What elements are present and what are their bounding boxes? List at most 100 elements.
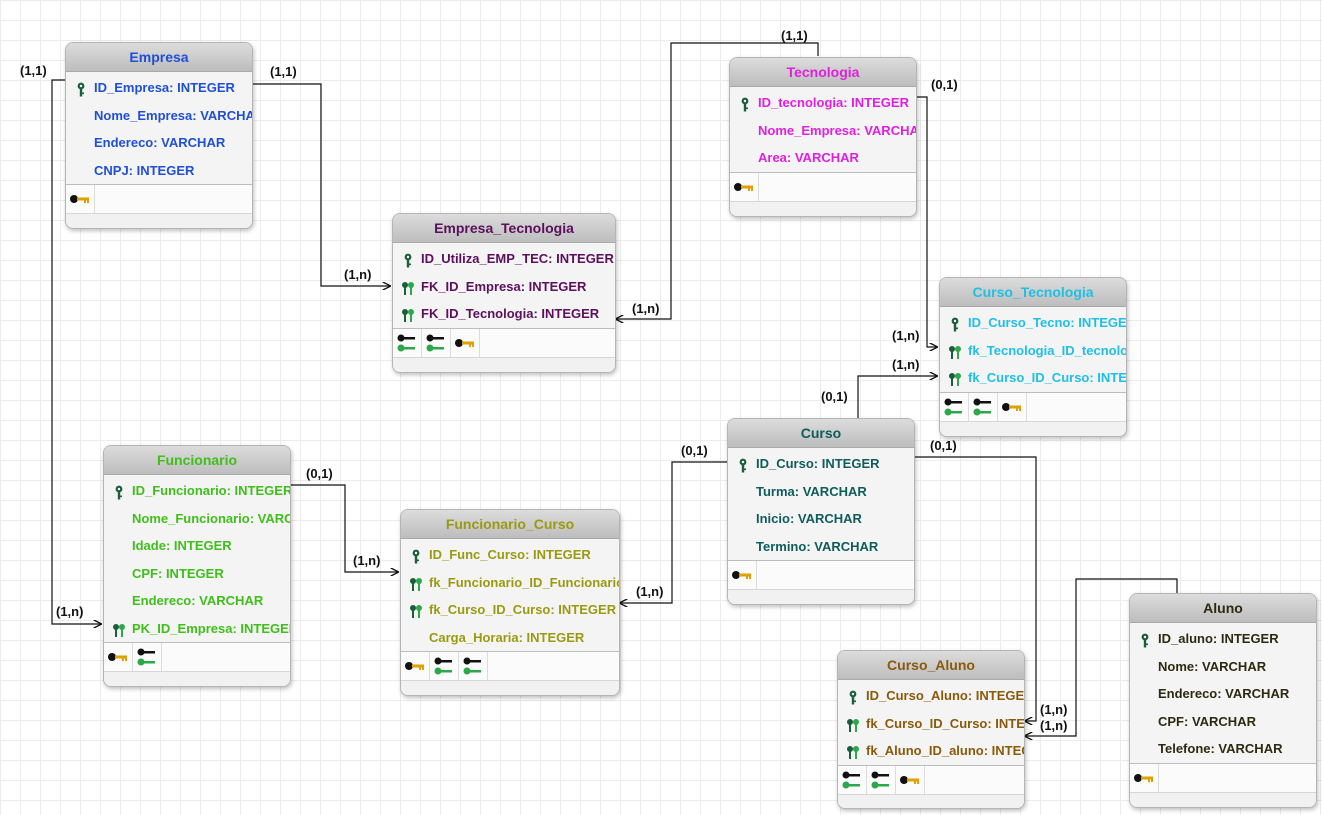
- key-index-icon[interactable]: [728, 561, 757, 589]
- attribute-label: Nome_Empresa: VARCHAR: [94, 107, 252, 123]
- attribute-label: ID_Curso: INTEGER: [756, 456, 880, 471]
- attribute-row[interactable]: fk_Curso_ID_Curso: INTEGER: [940, 364, 1126, 392]
- attribute-row[interactable]: ID_aluno: INTEGER: [1130, 625, 1316, 653]
- attribute-row[interactable]: Endereco: VARCHAR: [104, 587, 290, 615]
- cardinality-label: (1,n): [1040, 702, 1068, 717]
- attribute-row[interactable]: Telefone: VARCHAR: [1130, 735, 1316, 763]
- entity-funcionario-curso[interactable]: Funcionario_Curso ID_Func_Curso: INTEGER…: [400, 509, 620, 696]
- attribute-row[interactable]: Nome_Empresa: VARCHAR: [66, 102, 252, 130]
- attribute-label: CPF: INTEGER: [132, 565, 224, 581]
- entity-curso[interactable]: Curso ID_Curso: INTEGER Turma: VARCHAR Ini…: [727, 418, 915, 605]
- entity-title: Curso_Tecnologia: [940, 278, 1126, 307]
- attribute-row[interactable]: ID_Empresa: INTEGER: [66, 74, 252, 102]
- attribute-row[interactable]: Idade: INTEGER: [104, 532, 290, 560]
- attribute-row[interactable]: fk_Funcionario_ID_Funcionario: [401, 569, 619, 597]
- attribute-row[interactable]: Nome: VARCHAR: [1130, 653, 1316, 681]
- entity-empresa[interactable]: Empresa ID_Empresa: INTEGER Nome_Empresa:…: [65, 42, 253, 229]
- entity-title: Curso: [728, 419, 914, 448]
- attribute-label: Carga_Horaria: INTEGER: [429, 629, 585, 645]
- fk-index-icon[interactable]: [393, 328, 422, 357]
- entity-title: Tecnologia: [730, 58, 916, 87]
- index-bar: [728, 560, 914, 590]
- entity-curso-tecnologia[interactable]: Curso_Tecnologia ID_Curso_Tecno: INTEGER…: [939, 277, 1127, 437]
- attribute-row[interactable]: PK_ID_Empresa: INTEGER: [104, 615, 290, 643]
- attribute-row[interactable]: fk_Tecnologia_ID_tecnologia: [940, 337, 1126, 365]
- attribute-row[interactable]: Inicio: VARCHAR: [728, 505, 914, 533]
- key-index-icon[interactable]: [896, 765, 925, 794]
- index-bar: [730, 171, 916, 202]
- attribute-label: ID_tecnologia: INTEGER: [758, 95, 909, 110]
- attribute-row[interactable]: Carga_Horaria: INTEGER: [401, 624, 619, 652]
- primary-key-icon: [736, 456, 750, 473]
- attribute-row[interactable]: ID_Curso: INTEGER: [728, 450, 914, 478]
- attribute-row[interactable]: Turma: VARCHAR: [728, 478, 914, 506]
- attribute-row[interactable]: fk_Aluno_ID_aluno: INTEGER: [838, 737, 1024, 765]
- attribute-row[interactable]: CPF: INTEGER: [104, 560, 290, 588]
- key-index-icon[interactable]: [66, 185, 95, 213]
- attribute-row[interactable]: ID_Curso_Tecno: INTEGER: [940, 309, 1126, 337]
- fk-index-icon[interactable]: [838, 765, 867, 794]
- attribute-row[interactable]: ID_tecnologia: INTEGER: [730, 89, 916, 117]
- fk-index-icon[interactable]: [459, 652, 488, 680]
- attribute-row[interactable]: ID_Utiliza_EMP_TEC: INTEGER: [393, 245, 615, 273]
- index-bar: [393, 327, 615, 358]
- cardinality-label: (0,1): [306, 466, 333, 481]
- attribute-row[interactable]: Nome_Empresa: VARCHAR: [730, 117, 916, 145]
- fk-index-icon[interactable]: [940, 392, 969, 421]
- key-index-icon[interactable]: [1130, 763, 1159, 792]
- foreign-key-icon: [846, 716, 860, 732]
- key-index-icon[interactable]: [998, 392, 1027, 421]
- attribute-row[interactable]: CPF: VARCHAR: [1130, 708, 1316, 736]
- primary-key-icon: [409, 547, 423, 564]
- tecnologia-curso-tecnologia-line: [915, 96, 937, 347]
- attribute-row[interactable]: fk_Curso_ID_Curso: INTEGER: [401, 596, 619, 624]
- attribute-row[interactable]: fk_Curso_ID_Curso: INTEGER: [838, 710, 1024, 738]
- attribute-row[interactable]: FK_ID_Tecnologia: INTEGER: [393, 300, 615, 328]
- key-index-icon[interactable]: [104, 643, 133, 671]
- fk-index-icon[interactable]: [133, 643, 162, 671]
- fk-index-icon[interactable]: [867, 765, 896, 794]
- attribute-row[interactable]: ID_Func_Curso: INTEGER: [401, 541, 619, 569]
- entity-tecnologia[interactable]: Tecnologia ID_tecnologia: INTEGER Nome_Em…: [729, 57, 917, 217]
- entity-title: Curso_Aluno: [838, 651, 1024, 680]
- entity-empresa-tecnologia[interactable]: Empresa_Tecnologia ID_Utiliza_EMP_TEC: I…: [392, 213, 616, 373]
- attribute-label: CPF: VARCHAR: [1158, 713, 1256, 729]
- attribute-row[interactable]: Area: VARCHAR: [730, 144, 916, 172]
- attribute-row[interactable]: CNPJ: INTEGER: [66, 157, 252, 185]
- attribute-label: PK_ID_Empresa: INTEGER: [132, 620, 290, 636]
- primary-key-icon: [74, 80, 88, 97]
- cardinality-label: (1,n): [632, 301, 660, 316]
- fk-index-icon[interactable]: [969, 392, 998, 421]
- key-index-icon[interactable]: [401, 652, 430, 680]
- attribute-label: FK_ID_Empresa: INTEGER: [421, 278, 587, 294]
- attribute-row[interactable]: ID_Funcionario: INTEGER: [104, 477, 290, 505]
- attribute-label: Idade: INTEGER: [132, 538, 232, 553]
- fk-index-icon[interactable]: [422, 328, 451, 357]
- attribute-list: ID_Empresa: INTEGER Nome_Empresa: VARCHAR…: [66, 72, 252, 184]
- attribute-row[interactable]: FK_ID_Empresa: INTEGER: [393, 273, 615, 301]
- attribute-row[interactable]: ID_Curso_Aluno: INTEGER: [838, 682, 1024, 710]
- foreign-key-icon: [409, 602, 423, 618]
- primary-key-icon: [1138, 631, 1152, 648]
- attribute-row[interactable]: Nome_Funcionario: VARCHAR: [104, 505, 290, 533]
- aluno-curso-aluno-line: [1025, 578, 1178, 736]
- attribute-row[interactable]: Endereco: VARCHAR: [66, 129, 252, 157]
- primary-key-icon: [112, 483, 126, 500]
- key-index-icon[interactable]: [451, 328, 480, 357]
- fk-index-icon[interactable]: [430, 652, 459, 680]
- foreign-key-icon: [409, 575, 423, 591]
- attribute-label: Endereco: VARCHAR: [1158, 686, 1290, 701]
- key-index-icon[interactable]: [730, 172, 759, 201]
- attribute-label: ID_Empresa: INTEGER: [94, 80, 235, 95]
- attribute-row[interactable]: Termino: VARCHAR: [728, 533, 914, 561]
- entity-title: Empresa: [66, 43, 252, 72]
- cardinality-label: (1,n): [636, 584, 664, 599]
- attribute-list: ID_tecnologia: INTEGER Nome_Empresa: VARC…: [730, 87, 916, 172]
- attribute-label: Inicio: VARCHAR: [756, 511, 862, 526]
- tecnologia-empresa-tecnologia-line: [616, 42, 819, 319]
- attribute-row[interactable]: Endereco: VARCHAR: [1130, 680, 1316, 708]
